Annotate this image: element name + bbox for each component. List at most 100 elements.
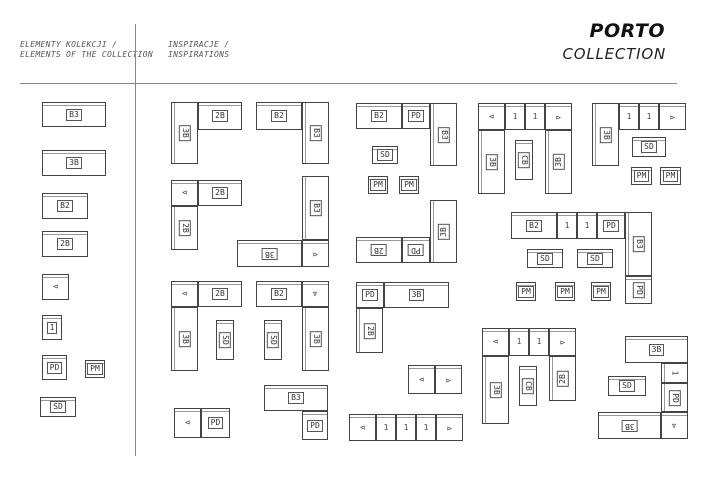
insp16-seat-b3: B3 — [625, 212, 652, 276]
insp15-pm-2: PM — [660, 167, 681, 185]
insp14-3b-left-label: 3B — [485, 154, 498, 170]
insp4-seat-b3: B3 — [302, 176, 329, 240]
insp16-single-2: 1 — [577, 212, 597, 239]
insp6-seat-3b: 3B — [302, 307, 329, 371]
insp10-pd-label: PD — [408, 244, 424, 256]
insp5-2b-label: 2B — [212, 288, 228, 300]
insp15-arm: ⊲ — [659, 103, 686, 130]
element-b2: B2 — [42, 193, 88, 219]
insp10-2b-label: 2B — [371, 244, 387, 256]
insp18-single: 1 — [661, 363, 688, 383]
insp14-arm-left-symbol: ⊲ — [489, 111, 494, 121]
insp16-seat-b2: B2 — [511, 212, 557, 239]
insp8-arm-symbol: ⊲ — [185, 418, 190, 427]
insp16-pm-2: PM — [555, 282, 575, 301]
insp14-arm-left: ⊲ — [478, 103, 505, 130]
insp13-arm-left: ⊲ — [349, 414, 376, 441]
element-3b: 3B — [42, 150, 106, 176]
insp9-seat-b3: B3 — [430, 103, 457, 166]
insp9-pd: PD — [402, 103, 430, 129]
header-divider — [20, 83, 677, 84]
element-3b-label: 3B — [66, 157, 82, 169]
insp15-sd-label: SD — [641, 141, 657, 153]
element-pd: PD — [42, 355, 67, 380]
insp10-seat-2b: 2B — [356, 237, 402, 263]
element-arm-symbol: ⊲ — [53, 282, 58, 291]
insp10-pd: PD — [402, 237, 430, 263]
insp4-arm: ⊲ — [302, 240, 329, 267]
insp5-arm-symbol: ⊲ — [182, 289, 187, 298]
brand-subtitle: COLLECTION — [562, 45, 666, 63]
insp18-pd-label: PD — [668, 389, 681, 406]
insp13-arm-right-symbol: ⊲ — [447, 423, 452, 433]
insp15-sd: SD — [632, 137, 666, 157]
insp11-pd-label: PD — [362, 289, 378, 301]
insp16-pd: PD — [597, 212, 625, 239]
insp14-single-1: 1 — [505, 103, 525, 130]
insp5-sd-label: SD — [218, 332, 231, 348]
insp3-seat-2b-vertical: 2B — [171, 206, 198, 250]
insp16-pm-1: PM — [516, 282, 536, 301]
insp18-seat-3b-top: 3B — [625, 336, 688, 363]
insp9-sd-label: SD — [377, 149, 393, 161]
insp6-3b-label: 3B — [309, 331, 322, 347]
insp17-seat-3b: 3B — [482, 356, 509, 424]
insp9-pm-1: PM — [368, 176, 388, 194]
insp2-seat-b2: B2 — [256, 102, 302, 130]
insp8-pd-label: PD — [207, 417, 224, 429]
insp16-sd-1: SD — [527, 249, 563, 268]
insp9-b2-label: B2 — [371, 110, 387, 122]
insp18-arm-symbol: ⊲ — [669, 423, 679, 428]
insp5-sd: SD — [216, 320, 234, 360]
inspirations-heading-pl: INSPIRACJE / — [168, 40, 230, 49]
insp14-cb: CB — [515, 140, 533, 180]
insp1-seat-2b: 2B — [198, 102, 242, 130]
insp15-single-2-label: 1 — [646, 111, 652, 121]
insp5-seat-2b: 2B — [198, 281, 242, 307]
insp3-arm: ⊲ — [171, 180, 198, 206]
insp12-arm-2: ⊲ — [435, 365, 462, 394]
insp15-seat-3b: 3B — [592, 103, 619, 166]
insp6-sd: SD — [264, 320, 282, 360]
insp10-seat-3b: 3B — [430, 200, 457, 263]
insp5-seat-3b: 3B — [171, 307, 198, 371]
insp11-3b-label: 3B — [408, 289, 425, 301]
insp7-seat-b3: B3 — [264, 385, 328, 411]
insp14-single-1-label: 1 — [512, 111, 518, 121]
insp1-2b-label: 2B — [212, 110, 228, 122]
insp14-seat-3b-right: 3B — [545, 130, 572, 194]
element-arm-corner: ⊲ — [42, 274, 69, 300]
insp3-seat-2b: 2B — [198, 180, 242, 206]
insp6-arm-symbol: ⊲ — [310, 291, 320, 297]
insp16-b2-label: B2 — [526, 219, 542, 232]
insp18-3b-top-label: 3B — [648, 343, 665, 356]
insp8-pd: PD — [201, 408, 230, 438]
element-sd-label: SD — [50, 401, 66, 413]
element-b2-label: B2 — [57, 200, 73, 212]
insp18-3b-bottom-label: 3B — [621, 419, 638, 432]
insp13-single-1-label: 1 — [383, 422, 389, 432]
insp16-single-2-label: 1 — [584, 220, 590, 230]
insp12-arm-1: ⊲ — [408, 365, 435, 394]
insp17-cb-label: CB — [521, 378, 534, 394]
insp6-arm: ⊲ — [302, 281, 329, 307]
insp17-single-2: 1 — [529, 328, 549, 356]
insp14-seat-3b-left: 3B — [478, 130, 505, 194]
insp16-b3-label: B3 — [632, 236, 645, 252]
insp13-single-1: 1 — [376, 414, 396, 441]
insp14-arm-right-symbol: ⊲ — [556, 112, 561, 122]
elements-heading-en: ELEMENTS OF THE COLLECTION — [20, 50, 154, 59]
insp13-arm-left-symbol: ⊲ — [360, 422, 365, 432]
insp14-arm-right: ⊲ — [545, 103, 572, 130]
insp9-pm-2-label: PM — [401, 179, 417, 191]
insp16-pm-2-label: PM — [557, 285, 573, 298]
inspirations-heading-en: INSPIRATIONS — [168, 50, 230, 59]
insp1-seat-3b: 3B — [171, 102, 198, 164]
insp17-cb: CB — [519, 366, 537, 406]
insp16-pm-3-label: PM — [593, 285, 609, 298]
insp9-b3-label: B3 — [437, 126, 450, 143]
insp16-pd-label: PD — [603, 219, 619, 232]
insp16-pm-1-label: PM — [518, 285, 534, 298]
insp3-2b-vertical-label: 2B — [178, 220, 191, 236]
elements-heading: ELEMENTY KOLEKCJI / ELEMENTS OF THE COLL… — [20, 40, 153, 60]
